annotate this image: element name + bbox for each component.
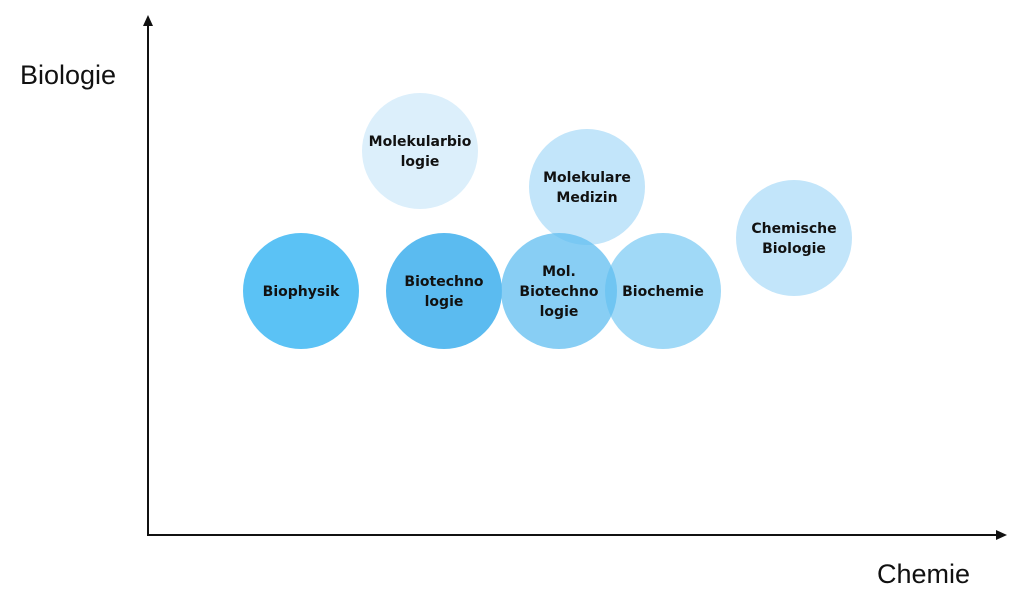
bubble-label-molekulare-medizin: Medizin [556, 190, 617, 206]
bubble-label-biophysik: Biophysik [263, 284, 340, 300]
bubble-label-biochemie: Biochemie [622, 284, 704, 300]
bubble-biochemie: Biochemie [605, 233, 721, 349]
bubble-circle-biophysik [243, 233, 359, 349]
bubble-molekularbiologie: Molekularbio logie [362, 93, 478, 209]
bubble-biophysik: Biophysik [243, 233, 359, 349]
bubble-label-biotechnologie: Biotechno [404, 274, 484, 290]
bubble-label-biotechnologie: logie [425, 294, 464, 310]
x-axis-label: Chemie [877, 559, 971, 589]
bubble-circle-biochemie [605, 233, 721, 349]
y-axis-arrowhead [143, 15, 153, 26]
bubble-circle-molekulare-medizin [529, 129, 645, 245]
bubble-circle-molekularbiologie [362, 93, 478, 209]
bubble-label-mol-biotechnologie: logie [540, 304, 579, 320]
bubble-circle-mol-biotechnologie [501, 233, 617, 349]
bubble-biotechnologie: Biotechno logie [386, 233, 502, 349]
bubble-label-chemische-biologie: Biologie [762, 241, 826, 257]
bubbles-layer: BiophysikMolekularbiologieBiotechnologie… [243, 93, 852, 349]
bubble-label-mol-biotechnologie: Biotechno [519, 284, 599, 300]
bubble-label-molekularbiologie: Molekularbio [369, 134, 472, 150]
bubble-circle-chemische-biologie [736, 180, 852, 296]
x-axis-arrowhead [996, 530, 1007, 540]
y-axis-label: Biologie [20, 60, 117, 90]
bubble-label-molekularbiologie: logie [401, 154, 440, 170]
bubble-label-molekulare-medizin: Molekulare [543, 170, 631, 186]
bubble-circle-biotechnologie [386, 233, 502, 349]
bubble-mol-biotechnologie: Mol. Biotechno logie [501, 233, 617, 349]
bubble-label-mol-biotechnologie: Mol. [542, 264, 576, 280]
bubble-label-chemische-biologie: Chemische [751, 221, 836, 237]
